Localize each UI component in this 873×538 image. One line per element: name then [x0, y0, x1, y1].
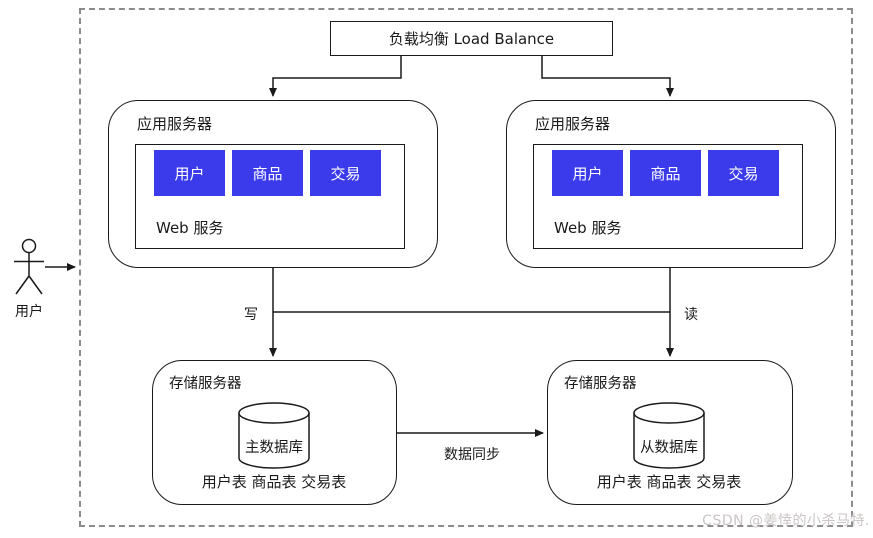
- app-server-2-title: 应用服务器: [535, 115, 611, 133]
- slave-tables-label: 用户表 商品表 交易表: [596, 473, 742, 491]
- service-product: 商品: [630, 150, 701, 196]
- service-user: 用户: [552, 150, 623, 196]
- web-service-box-1: 用户 商品 交易 Web 服务: [135, 144, 405, 249]
- write-label: 写: [244, 307, 258, 323]
- web-service-label-1: Web 服务: [156, 219, 224, 237]
- service-chips-2: 用户 商品 交易: [552, 150, 779, 196]
- slave-db-label: 从数据库: [640, 440, 698, 456]
- service-chips-1: 用户 商品 交易: [154, 150, 381, 196]
- web-service-label-2: Web 服务: [554, 219, 622, 237]
- web-service-box-2: 用户 商品 交易 Web 服务: [533, 144, 803, 249]
- data-sync-label: 数据同步: [444, 447, 500, 463]
- storage-server-1-title: 存储服务器: [169, 376, 242, 392]
- storage-server-2-title: 存储服务器: [564, 376, 637, 392]
- service-user: 用户: [154, 150, 225, 196]
- actor-body: [14, 252, 44, 295]
- app-server-1: 应用服务器 用户 商品 交易 Web 服务: [108, 100, 438, 268]
- system-boundary: [79, 8, 853, 527]
- watermark: CSDN @姜悻的小杀马特.: [702, 513, 870, 529]
- master-tables-label: 用户表 商品表 交易表: [201, 473, 347, 491]
- service-trade: 交易: [708, 150, 779, 196]
- read-label: 读: [684, 307, 698, 323]
- master-db-label: 主数据库: [245, 440, 303, 456]
- app-server-1-title: 应用服务器: [137, 115, 213, 133]
- actor-head: [21, 238, 37, 254]
- load-balancer-node: 负载均衡 Load Balance: [330, 21, 613, 56]
- load-balancer-label: 负载均衡 Load Balance: [388, 30, 555, 48]
- storage-server-1: 存储服务器: [152, 360, 397, 505]
- service-product: 商品: [232, 150, 303, 196]
- service-trade: 交易: [310, 150, 381, 196]
- actor-figure: [14, 238, 44, 295]
- app-server-2: 应用服务器 用户 商品 交易 Web 服务: [506, 100, 836, 268]
- actor-label: 用户: [15, 304, 43, 320]
